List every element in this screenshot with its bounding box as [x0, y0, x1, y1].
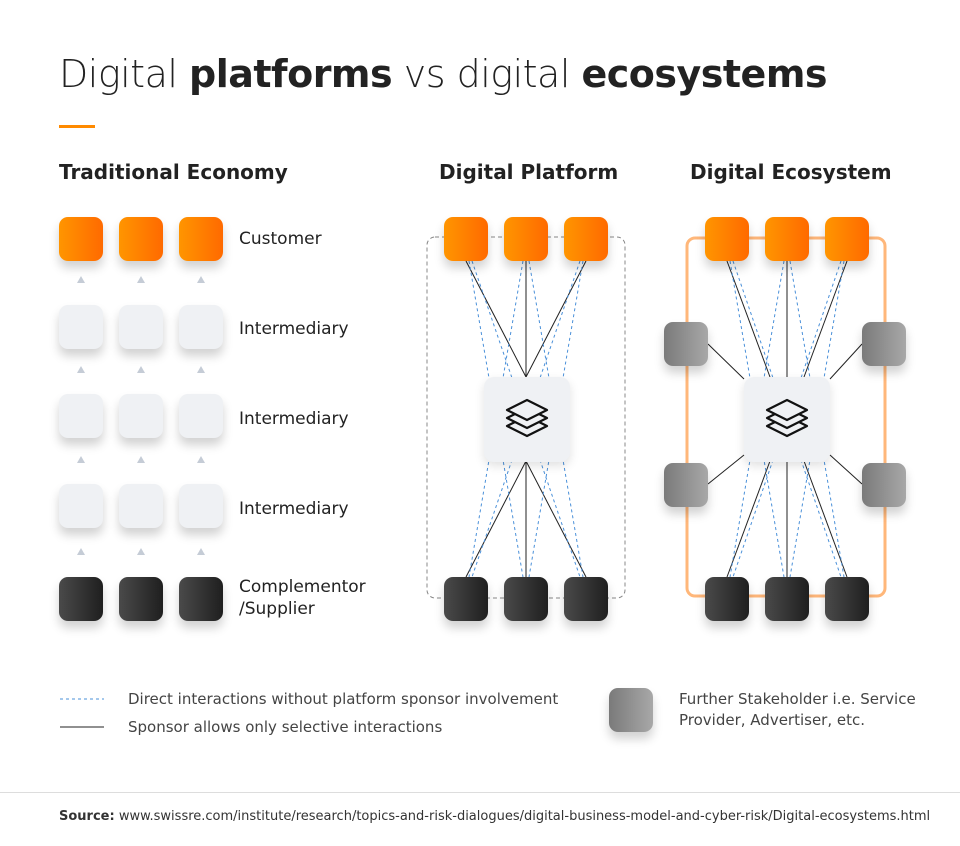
title-part: Digital	[59, 52, 190, 96]
supplier-box	[705, 577, 749, 621]
solid-connection	[465, 260, 527, 378]
customer-box	[765, 217, 809, 261]
supplier-box	[564, 577, 608, 621]
row-label-intermediary: Intermediary	[239, 499, 349, 519]
solid-connection	[707, 454, 745, 485]
arrow-up-icon	[137, 276, 145, 283]
source-label: Source:	[59, 809, 115, 824]
supplier-box	[504, 577, 548, 621]
title-part: vs digital	[392, 52, 582, 96]
customer-box	[825, 217, 869, 261]
layers-icon	[765, 398, 809, 437]
customer-box	[59, 217, 103, 261]
arrow-up-icon	[77, 276, 85, 283]
row-label-complementor: Complementor	[239, 577, 366, 597]
legend-stakeholder-label-1: Further Stakeholder i.e. Service	[679, 690, 916, 708]
arrow-up-icon	[197, 456, 205, 463]
supplier-box	[444, 577, 488, 621]
divider	[0, 792, 960, 793]
stakeholder-box	[862, 322, 906, 366]
stakeholder-box	[664, 322, 708, 366]
heading-traditional: Traditional Economy	[59, 160, 288, 184]
intermediary-box	[179, 305, 223, 349]
source-url: www.swissre.com/institute/research/topic…	[114, 809, 931, 824]
arrow-up-icon	[197, 548, 205, 555]
solid-connection	[707, 343, 745, 380]
row-label-supplier: /Supplier	[239, 599, 315, 619]
arrow-up-icon	[77, 456, 85, 463]
heading-platform: Digital Platform	[439, 160, 619, 184]
solid-connection	[803, 260, 848, 378]
arrow-up-icon	[77, 366, 85, 373]
heading-ecosystem: Digital Ecosystem	[690, 160, 892, 184]
legend-stakeholder-label-2: Provider, Advertiser, etc.	[679, 711, 866, 729]
solid-connection	[829, 343, 863, 380]
solid-connection	[726, 460, 771, 578]
solid-connection	[465, 460, 527, 578]
arrow-up-icon	[137, 456, 145, 463]
intermediary-box	[59, 484, 103, 528]
legend-line-samples	[60, 698, 104, 728]
intermediary-box	[119, 394, 163, 438]
intermediary-box	[59, 305, 103, 349]
solid-connection	[525, 260, 587, 378]
intermediary-box	[119, 484, 163, 528]
dashed-connection	[471, 260, 581, 578]
source-citation: Source: www.swissre.com/institute/resear…	[59, 809, 930, 824]
arrow-up-icon	[77, 548, 85, 555]
arrow-up-icon	[197, 276, 205, 283]
row-label-intermediary: Intermediary	[239, 319, 349, 339]
arrow-up-icon	[137, 548, 145, 555]
solid-connection	[829, 454, 863, 485]
arrow-up-icon	[197, 366, 205, 373]
row-label-intermediary: Intermediary	[239, 409, 349, 429]
page-title: Digital platforms vs digital ecosystems	[59, 52, 828, 96]
layers-icon	[505, 398, 549, 437]
ecosystem-hub	[744, 377, 830, 462]
solid-connection	[525, 460, 587, 578]
dashed-connection	[732, 260, 842, 578]
supplier-box	[825, 577, 869, 621]
supplier-box	[119, 577, 163, 621]
legend-dashed-label: Direct interactions without platform spo…	[128, 690, 559, 708]
supplier-box	[765, 577, 809, 621]
supplier-box	[59, 577, 103, 621]
legend-solid-label: Sponsor allows only selective interactio…	[128, 718, 443, 736]
customer-box	[705, 217, 749, 261]
arrow-up-icon	[137, 366, 145, 373]
dashed-connection	[732, 260, 842, 578]
intermediary-box	[59, 394, 103, 438]
stakeholder-box	[664, 463, 708, 507]
title-bold: platforms	[189, 52, 393, 96]
customer-box	[564, 217, 608, 261]
customer-box	[119, 217, 163, 261]
intermediary-box	[179, 484, 223, 528]
dashed-connection	[471, 260, 581, 578]
row-label-customer: Customer	[239, 229, 322, 249]
platform-hub	[484, 377, 570, 462]
solid-connection	[803, 460, 848, 578]
customer-box	[444, 217, 488, 261]
intermediary-box	[179, 394, 223, 438]
title-underline	[59, 125, 95, 128]
customer-box	[504, 217, 548, 261]
legend-stakeholder-box	[609, 688, 653, 732]
customer-box	[179, 217, 223, 261]
stakeholder-box	[862, 463, 906, 507]
title-bold: ecosystems	[581, 52, 828, 96]
intermediary-box	[119, 305, 163, 349]
solid-connection	[726, 260, 771, 378]
supplier-box	[179, 577, 223, 621]
